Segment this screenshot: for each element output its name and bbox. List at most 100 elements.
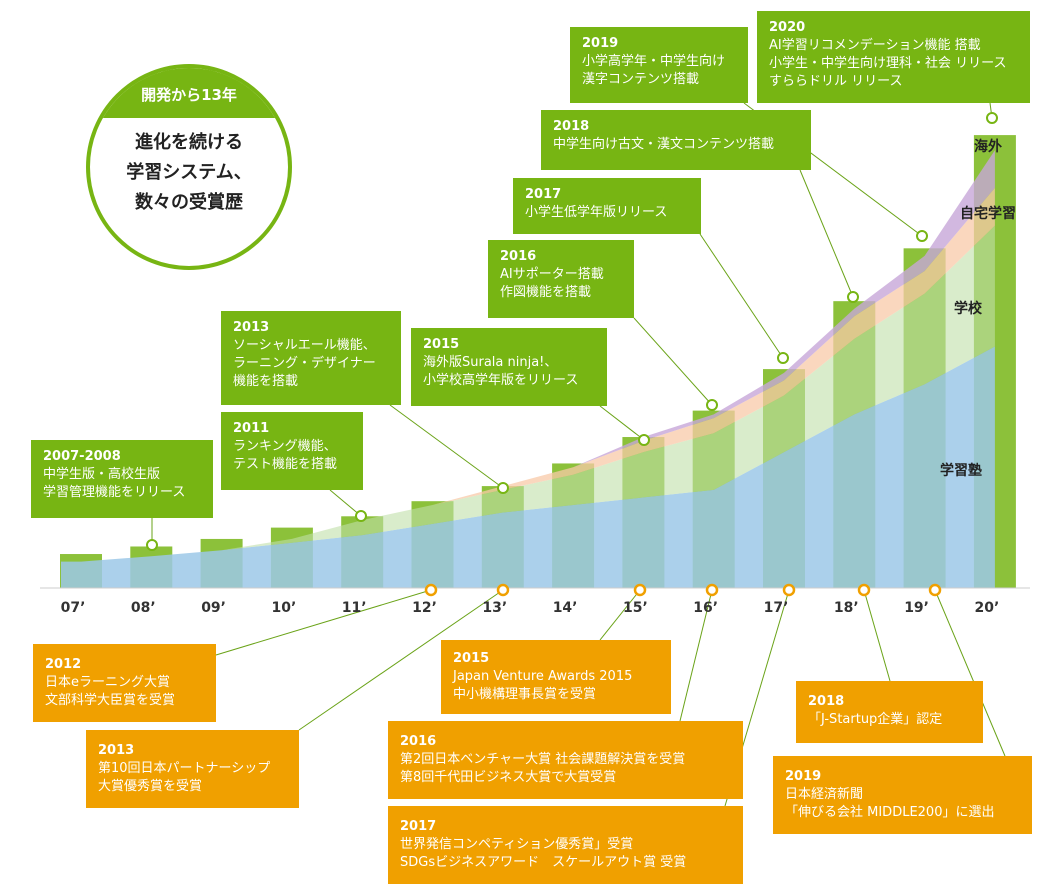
callout-year: 2018 xyxy=(808,694,845,709)
callout-line: 小学生・中学生向け理科・社会 リリース xyxy=(769,56,1007,71)
callout-2013-award: 2013 第10回日本パートナーシップ 大賞優秀賞を受賞 xyxy=(86,730,299,808)
area-学校 xyxy=(61,225,995,562)
leader-line xyxy=(633,317,713,406)
badge-line: 学習システム、 xyxy=(126,162,252,183)
callout-2011: 2011 ランキング機能、 テスト機能を搭載 xyxy=(221,412,363,490)
callout-line: 小学高学年・中学生向け xyxy=(582,54,726,69)
x-tick-label: 07’ xyxy=(60,600,86,616)
badge-line: 数々の受賞歴 xyxy=(135,192,243,213)
callout-line: すららドリル リリース xyxy=(769,74,903,89)
x-tick-label: 18’ xyxy=(833,600,859,616)
callout-2020-green: 2020 AI学習リコメンデーション機能 搭載 小学生・中学生向け理科・社会 リ… xyxy=(757,11,1030,103)
badge-body: 進化を続ける 学習システム、 数々の受賞歴 xyxy=(90,124,288,218)
x-tick-label: 09’ xyxy=(201,600,226,616)
callout-line: 「伸びる会社 MIDDLE200」に選出 xyxy=(785,805,995,820)
callout-2017-green: 2017 小学生低学年版リリース xyxy=(513,178,701,234)
callout-2016-green: 2016 AIサポーター搭載 作図機能を搭載 xyxy=(488,240,634,318)
x-tick-label: 12’ xyxy=(412,600,437,616)
callout-line: AI学習リコメンデーション機能 搭載 xyxy=(769,38,981,53)
milestone-dot xyxy=(847,291,859,303)
callout-line: 日本経済新聞 xyxy=(785,787,864,802)
callout-line: 作図機能を搭載 xyxy=(500,285,592,300)
award-dot xyxy=(496,583,510,597)
callout-line: 世界発信コンペティション優秀賞」受賞 xyxy=(400,837,634,852)
callout-2018-award: 2018 「J-Startup企業」認定 xyxy=(796,681,983,743)
callout-2013-green: 2013 ソーシャルエール機能、 ラーニング・デザイナー 機能を搭載 xyxy=(221,311,401,405)
callout-year: 2019 xyxy=(785,769,822,784)
milestone-dot xyxy=(986,112,998,124)
award-dot xyxy=(857,583,871,597)
segment-label-overseas: 海外 xyxy=(974,139,1002,155)
badge-line: 進化を続ける xyxy=(135,132,243,153)
callout-line: SDGsビジネスアワード スケールアウト賞 受賞 xyxy=(400,855,687,870)
leader-line xyxy=(934,589,1006,757)
leader-line xyxy=(863,589,891,682)
callout-line: テスト機能を搭載 xyxy=(233,457,338,472)
callout-year: 2019 xyxy=(582,36,619,51)
milestone-dot xyxy=(355,510,367,522)
callout-year: 2017 xyxy=(400,819,437,834)
callout-line: 第10回日本パートナーシップ xyxy=(98,761,271,776)
x-tick-label: 15’ xyxy=(622,600,648,616)
x-tick-label: 14’ xyxy=(552,600,578,616)
callout-line: 中小機構理事長賞を受賞 xyxy=(453,687,597,702)
callout-line: 小学生低学年版リリース xyxy=(525,205,668,220)
callout-year: 2020 xyxy=(769,20,806,35)
callout-line: ラーニング・デザイナー xyxy=(233,356,376,371)
callout-2017-award: 2017 世界発信コンペティション優秀賞」受賞 SDGsビジネスアワード スケー… xyxy=(388,806,743,884)
callout-2015-award: 2015 Japan Venture Awards 2015 中小機構理事長賞を… xyxy=(441,640,671,714)
callout-year: 2012 xyxy=(45,657,82,672)
leader-line xyxy=(599,405,645,441)
callout-line: 日本eラーニング大賞 xyxy=(45,675,170,690)
leader-line xyxy=(799,169,854,298)
milestone-dot xyxy=(638,434,650,446)
leader-line xyxy=(215,589,432,656)
x-tick-label: 17’ xyxy=(763,600,789,616)
callout-line: 大賞優秀賞を受賞 xyxy=(98,779,203,794)
leader-line xyxy=(389,404,504,489)
leader-line xyxy=(329,489,362,517)
area-学習塾 xyxy=(61,346,995,588)
leader-line xyxy=(679,589,713,722)
milestone-dot xyxy=(777,352,789,364)
callout-year: 2016 xyxy=(500,249,537,264)
callout-2015-green: 2015 海外版Surala ninja!、 小学校高学年版をリリース xyxy=(411,328,607,406)
x-tick-label: 11’ xyxy=(341,600,367,616)
markers xyxy=(146,112,998,597)
award-dot xyxy=(928,583,942,597)
area-海外 xyxy=(61,150,995,562)
callout-line: Japan Venture Awards 2015 xyxy=(453,669,633,684)
callout-line: 「J-Startup企業」認定 xyxy=(808,712,943,727)
callout-2016-award: 2016 第2回日本ベンチャー大賞 社会課題解決賞を受賞 第8回千代田ビジネス大… xyxy=(388,721,743,799)
callout-line: AIサポーター搭載 xyxy=(500,267,604,282)
segment-label-school: 学校 xyxy=(954,301,982,317)
milestone-dot xyxy=(706,399,718,411)
callout-line: 小学校高学年版をリリース xyxy=(423,373,579,388)
callout-line: ソーシャルエール機能、 xyxy=(233,338,376,353)
callout-year: 2007-2008 xyxy=(43,449,121,464)
x-tick-label: 08’ xyxy=(130,600,156,616)
callout-line: 第2回日本ベンチャー大賞 社会課題解決賞を受賞 xyxy=(400,752,686,767)
milestone-dot xyxy=(146,539,158,551)
award-dot xyxy=(782,583,796,597)
leader-line xyxy=(298,589,504,731)
leader-line xyxy=(699,233,784,359)
callout-year: 2013 xyxy=(98,743,135,758)
leader-line xyxy=(599,589,641,641)
award-dot xyxy=(424,583,438,597)
x-tick-label: 16’ xyxy=(693,600,719,616)
callout-year: 2013 xyxy=(233,320,270,335)
callout-line: 第8回千代田ビジネス大賞で大賞受賞 xyxy=(400,770,617,785)
callout-line: 漢字コンテンツ搭載 xyxy=(582,72,700,87)
callout-line: 海外版Surala ninja!、 xyxy=(423,355,558,370)
callout-year: 2017 xyxy=(525,187,562,202)
stacked-areas xyxy=(61,150,995,588)
callout-2018-green: 2018 中学生向け古文・漢文コンテンツ搭載 xyxy=(541,110,811,170)
callout-2012-award: 2012 日本eラーニング大賞 文部科学大臣賞を受賞 xyxy=(33,644,216,722)
callout-line: 中学生向け古文・漢文コンテンツ搭載 xyxy=(553,137,775,152)
milestone-dot xyxy=(497,482,509,494)
milestone-dot xyxy=(916,230,928,242)
callout-year: 2016 xyxy=(400,734,437,749)
callout-2007-2008: 2007-2008 中学生版・高校生版 学習管理機能をリリース xyxy=(31,440,213,518)
